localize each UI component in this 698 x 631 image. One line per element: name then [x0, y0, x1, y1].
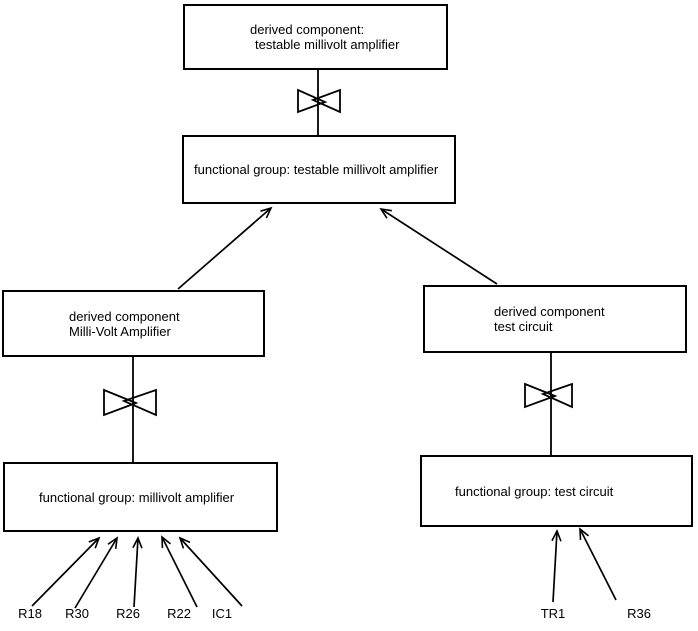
- arrow-IC1: [178, 536, 243, 607]
- node-label: functional group: testable millivolt amp…: [194, 162, 439, 177]
- connector-top-refinement: [297, 70, 341, 135]
- node-functional-group-testable-millivolt-amplifier: functional group: testable millivolt amp…: [182, 135, 456, 204]
- arrow-right-derived-to-top: [379, 207, 498, 285]
- node-label-line2: Milli-Volt Amplifier: [69, 323, 171, 339]
- arrows-to-top-functional-group: [177, 206, 498, 290]
- node-label-line1: derived component:: [250, 22, 365, 37]
- bowtie-icon: [103, 388, 157, 417]
- node-label-line1: derived component: [69, 308, 180, 324]
- connector-left-refinement: [103, 357, 157, 462]
- node-functional-group-test-circuit: functional group: test circuit: [420, 455, 693, 527]
- connector-right-refinement: [524, 353, 573, 455]
- arrows-left-leaves: [31, 535, 243, 609]
- node-label-line1: derived component: [494, 304, 605, 319]
- arrow-R30: [74, 536, 119, 609]
- arrow-left-derived-to-top: [177, 206, 273, 290]
- leaf-label-TR1: TR1: [540, 606, 566, 621]
- node-label-line2: testable millivolt amplifier: [255, 37, 400, 52]
- node-derived-milli-volt-amplifier: derived component Milli-Volt Amplifier: [2, 290, 265, 357]
- arrow-R36: [579, 527, 617, 601]
- arrows-right-leaves: [551, 527, 617, 603]
- node-label: functional group: millivolt amplifier: [39, 489, 235, 505]
- arrow-TR1: [551, 529, 562, 603]
- leaf-label-R26: R26: [116, 606, 140, 621]
- leaf-label-R22: R22: [167, 606, 191, 621]
- arrow-R26: [132, 536, 143, 608]
- arrow-R18: [31, 536, 101, 607]
- node-functional-group-millivolt-amplifier: functional group: millivolt amplifier: [3, 462, 278, 532]
- node-label-line2: test circuit: [494, 319, 553, 334]
- leaf-label-IC1: IC1: [211, 606, 233, 621]
- arrow-R22: [161, 535, 198, 608]
- node-derived-testable-millivolt-amplifier: derived component: testable millivolt am…: [183, 4, 448, 70]
- bowtie-icon: [524, 382, 573, 409]
- node-derived-test-circuit: derived component test circuit: [423, 285, 687, 353]
- node-label: functional group: test circuit: [455, 483, 614, 499]
- leaf-label-R30: R30: [65, 606, 89, 621]
- leaf-label-R36: R36: [627, 606, 651, 621]
- leaf-label-R18: R18: [18, 606, 42, 621]
- bowtie-icon: [297, 88, 341, 114]
